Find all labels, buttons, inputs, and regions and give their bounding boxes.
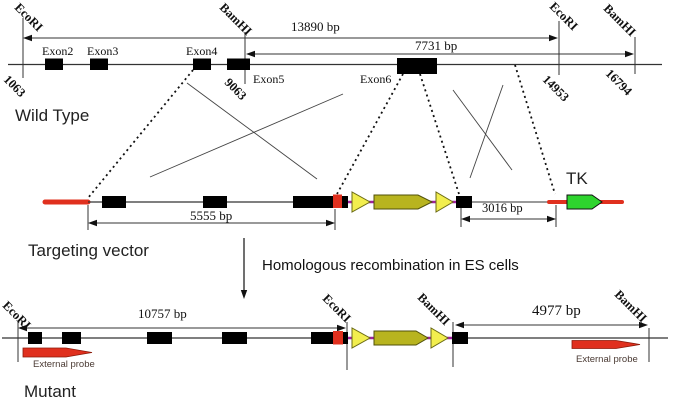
- crossover-line: [452, 89, 513, 171]
- homology-dotted-line: [514, 64, 556, 195]
- arrowhead-right-icon: [625, 50, 634, 58]
- exon-box: [90, 58, 108, 70]
- crossover-line: [186, 82, 318, 180]
- tk-gene-arrow: [566, 194, 603, 210]
- arrowhead-right-icon: [326, 219, 335, 227]
- arrowhead-left-icon: [23, 34, 32, 42]
- targeting-vector-map: [42, 191, 624, 230]
- loxp-triangle-icon: [435, 191, 454, 213]
- exon-box: [28, 332, 42, 344]
- alignment-guides: [87, 64, 556, 199]
- external-probe-arrow: [571, 340, 641, 349]
- crossover-line: [469, 84, 504, 179]
- exon-box: [397, 58, 437, 74]
- exon-box: [45, 58, 63, 70]
- red-marker-box: [333, 194, 342, 208]
- targeting-vector-title: Targeting vector: [28, 241, 149, 260]
- fragment-size-13890: 13890 bp: [291, 19, 340, 34]
- process-label: Homologous recombination in ES cells: [262, 257, 519, 274]
- exon-label-2: Exon2: [42, 44, 74, 58]
- wild-type-map: [8, 18, 662, 84]
- wt-arrowheads: [23, 34, 634, 58]
- black-nub-box: [342, 196, 348, 208]
- homology-exon-box: [293, 196, 333, 208]
- exon-box: [193, 58, 211, 70]
- arrowhead-right-icon: [547, 215, 556, 223]
- red-marker-box: [333, 331, 343, 345]
- arrowhead-right-icon: [639, 321, 648, 329]
- tk-label: TK: [566, 169, 588, 188]
- arrowhead-right-icon: [549, 34, 558, 42]
- external-probe-label-right: External probe: [576, 354, 638, 365]
- homology-exon-box: [456, 196, 472, 208]
- exon-box: [227, 58, 250, 70]
- arm-size-3016: 3016 bp: [482, 201, 523, 215]
- arrowhead-left-icon: [461, 215, 470, 223]
- loxp-triangle-icon: [351, 191, 372, 213]
- fragment-size-7731: 7731 bp: [415, 38, 458, 53]
- black-nub-box: [343, 332, 348, 344]
- exon-label-6: Exon6: [360, 72, 392, 86]
- exon-box: [147, 332, 172, 344]
- exon-label-5: Exon5: [253, 72, 285, 86]
- process-arrow: [240, 238, 248, 299]
- crossover-line: [149, 93, 344, 178]
- arrowhead-left-icon: [246, 50, 255, 58]
- arm-size-5555: 5555 bp: [190, 208, 233, 223]
- exon-box: [222, 332, 247, 344]
- exon-box: [452, 332, 468, 344]
- homology-dotted-line: [87, 69, 194, 199]
- homology-exon-box: [203, 196, 227, 208]
- arrowhead-left-icon: [88, 219, 97, 227]
- arrowhead-left-icon: [18, 324, 27, 332]
- selection-cassette-arrow: [373, 194, 434, 210]
- arrowhead-left-icon: [455, 321, 464, 329]
- exon-label-4: Exon4: [186, 44, 218, 58]
- wild-type-title: Wild Type: [15, 106, 90, 125]
- mutant-title: Mutant: [24, 382, 76, 401]
- fragment-size-4977: 4977 bp: [532, 303, 581, 319]
- crossover-lines: [149, 82, 513, 180]
- exon-box: [62, 332, 81, 344]
- fragment-size-10757: 10757 bp: [138, 306, 187, 321]
- exon-label-3: Exon3: [87, 44, 119, 58]
- external-probe-label-left: External probe: [33, 359, 95, 370]
- arrowhead-down-icon: [240, 290, 248, 299]
- loxp-triangle-icon: [351, 327, 372, 349]
- loxp-triangle-icon: [430, 327, 449, 349]
- mutant-map: [2, 321, 668, 370]
- homology-exon-box: [102, 196, 126, 208]
- homology-dotted-line: [336, 73, 404, 195]
- exon-box: [311, 332, 333, 344]
- selection-cassette-arrow: [373, 330, 429, 346]
- arrowhead-right-icon: [337, 324, 346, 332]
- wt-exon-boxes: [45, 58, 437, 74]
- homology-dotted-line: [419, 73, 460, 195]
- external-probe-arrow: [22, 347, 93, 358]
